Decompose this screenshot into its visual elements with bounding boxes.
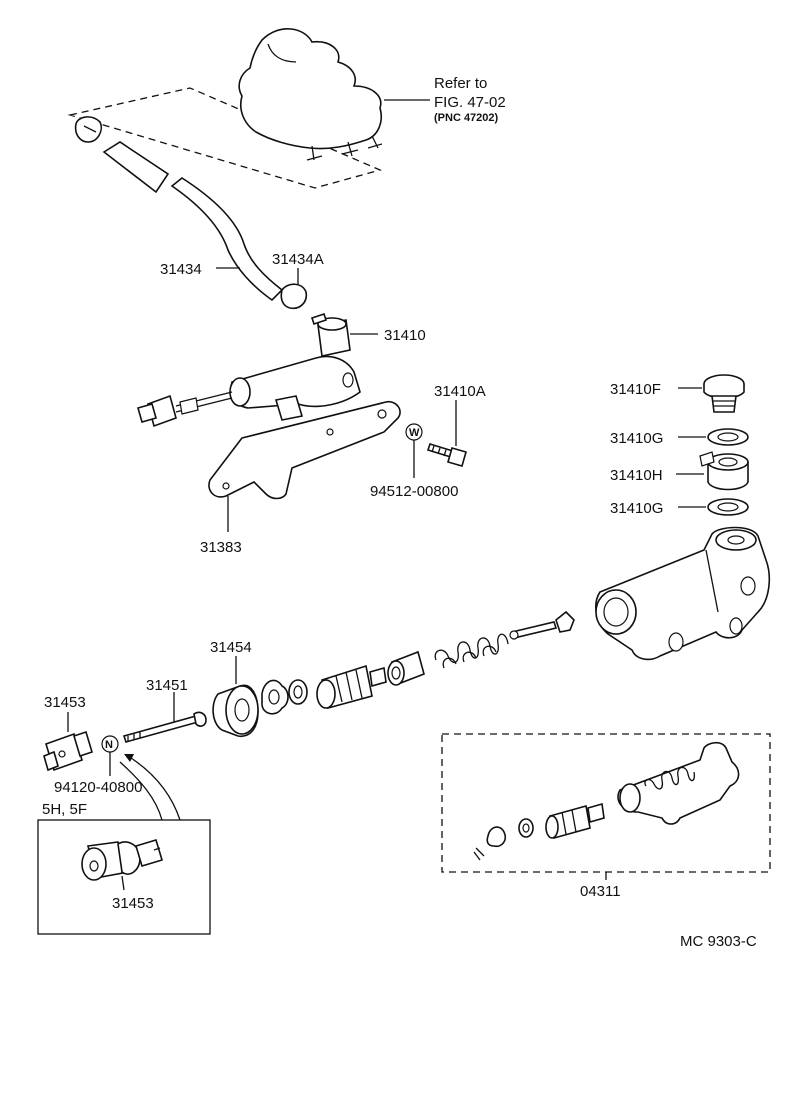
- variant-label: 5H, 5F: [42, 801, 87, 818]
- label-31453: 31453: [44, 694, 86, 711]
- label-31451: 31451: [146, 677, 188, 694]
- bracket-31383: [208, 400, 401, 500]
- label-31454: 31454: [210, 639, 252, 656]
- nut-n-mark: N: [101, 735, 119, 753]
- return-spring: [434, 633, 509, 669]
- refer-to-label: Refer to: [434, 75, 487, 92]
- piston-washer: [288, 679, 308, 705]
- cap-31410F: [703, 374, 745, 413]
- cylinder-body: [595, 526, 771, 661]
- bolt-31410A: [426, 443, 467, 467]
- reservoir-reference-drawing: [67, 28, 430, 189]
- boot-31454: [212, 684, 259, 737]
- label-94512-00800: 94512-00800: [370, 483, 458, 500]
- hose-clamp-31434A: [280, 283, 308, 310]
- union-31410H: [699, 451, 749, 491]
- reservoir-hose-31434: [74, 116, 284, 302]
- label-31434A: 31434A: [272, 251, 324, 268]
- repair-kit-04311: [441, 733, 771, 873]
- label-31434: 31434: [160, 261, 202, 278]
- refer-pnc-label: (PNC 47202): [434, 112, 499, 124]
- diagram-code: MC 9303-C: [680, 933, 757, 950]
- label-31410H: 31410H: [610, 467, 663, 484]
- label-94120-40800: 94120-40800: [54, 779, 142, 796]
- label-04311: 04311: [580, 883, 621, 900]
- gasket-31410G-lower: [707, 498, 749, 516]
- master-cylinder-assembly-31410: [137, 312, 361, 428]
- washer-w-mark: W: [405, 423, 423, 441]
- washer-w-letter: W: [409, 427, 420, 439]
- push-rod-31451: [122, 711, 207, 743]
- label-31410F: 31410F: [610, 381, 661, 398]
- gasket-31410G-upper: [707, 428, 749, 446]
- label-31410: 31410: [384, 327, 426, 344]
- piston-cup: [387, 650, 425, 686]
- piston-rod-end: [509, 610, 575, 640]
- label-31410G-lower: 31410G: [610, 500, 663, 517]
- nut-n-letter: N: [105, 739, 113, 751]
- clevis-31453: [43, 730, 93, 772]
- label-31410A: 31410A: [434, 383, 486, 400]
- label-31453-inset: 31453: [112, 895, 154, 912]
- label-31383: 31383: [200, 539, 242, 556]
- variant-inset-box: [37, 819, 211, 935]
- label-31410G-upper: 31410G: [610, 430, 663, 447]
- piston: [316, 664, 387, 709]
- refer-figure-label: FIG. 47-02: [434, 94, 506, 111]
- snap-ring: [261, 679, 289, 715]
